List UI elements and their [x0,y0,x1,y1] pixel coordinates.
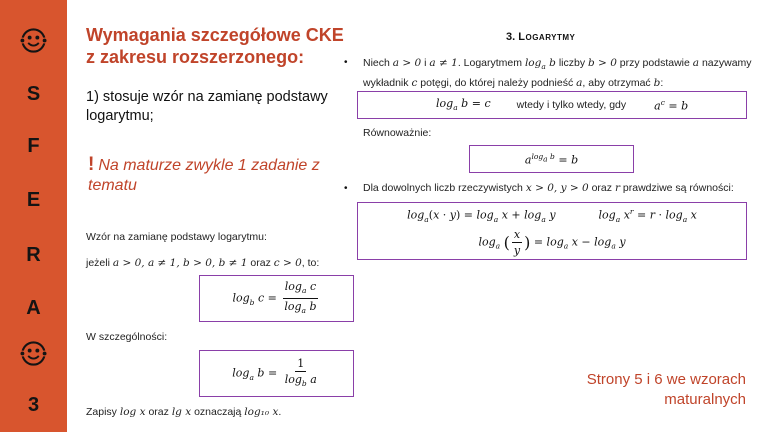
notation-prefix: Zapisy [86,406,117,418]
change-base-intro: Wzór na zamianę podstawy logarytmu: [86,231,267,243]
smiley-face-icon [20,341,47,366]
equivalent-formula: aloga b = b [524,151,579,167]
change-base-condition: jeżeli a > 0, a ≠ 1, b > 0, b ≠ 1 oraz c… [86,256,319,270]
brand-letter-e: E [26,189,41,211]
brand-letter-s: S [26,83,41,105]
condition-math: a > 0, a ≠ 1, b > 0, b ≠ 1 [112,257,248,269]
condition-math-2: c > 0 [273,257,302,269]
special-case-label: W szczególności: [86,331,168,343]
brand-letter-a: A [26,297,41,319]
condition-prefix: jeżeli [86,257,110,269]
section-heading: 3. Logarytmy [506,31,575,43]
exam-note-text: Na maturze zwykle 1 zadanie z tematu [88,157,320,194]
brand-letter-r: R [26,244,41,266]
brand-strip: S F E R A 3 [0,0,67,432]
page-title: Wymagania szczegółowe CKE z zakresu rozs… [86,25,344,67]
equivalently-label: Równoważnie: [363,127,432,139]
notation-lgx: lg x [171,406,192,418]
notation-log10: log₁₀ x [244,406,279,418]
bullet-dot: • [344,183,348,194]
notation-logx: log x [119,406,146,418]
requirement-text: 1) stosuje wzór na zamianę podstawy loga… [86,89,328,124]
notation-end: . [278,406,282,418]
exam-note: !Na maturze zwykle 1 zadanie z tematu [88,155,328,196]
condition-oraz: oraz [250,257,271,269]
notation-note: Zapisy log x oraz lg x oznaczają log₁₀ x… [86,405,281,419]
section-number: 3. [506,31,516,43]
properties-intro: Dla dowolnych liczb rzeczywistych x > 0,… [363,182,734,194]
brand-letter-f: F [27,135,40,157]
properties-row-1: loga(x · y) = loga x + loga y loga xr = … [407,207,697,224]
definition-paragraph: Niech a > 0 i a ≠ 1. Logarytmem loga b l… [363,57,752,90]
definition-box: loga b = c wtedy i tylko wtedy, gdy ac =… [357,91,747,119]
notation-mid: oznaczają [194,406,242,418]
equivalent-formula-box: aloga b = b [469,145,634,173]
brand-letter-3: 3 [27,394,40,416]
definition-left: loga b = c [436,97,491,113]
footer-note: Strony 5 i 6 we wzorach maturalnych [586,371,746,408]
definition-middle: wtedy i tylko wtedy, gdy [516,99,627,111]
exclamation-icon: ! [88,154,95,175]
bullet-dot: • [344,57,348,68]
section-title: Logarytmy [518,31,576,43]
definition-right: ac = b [654,97,689,113]
smiley-face-icon [20,28,47,53]
properties-box: loga(x · y) = loga x + loga y loga xr = … [357,202,747,260]
condition-suffix: , to: [301,257,320,269]
notation-oraz: oraz [148,406,169,418]
